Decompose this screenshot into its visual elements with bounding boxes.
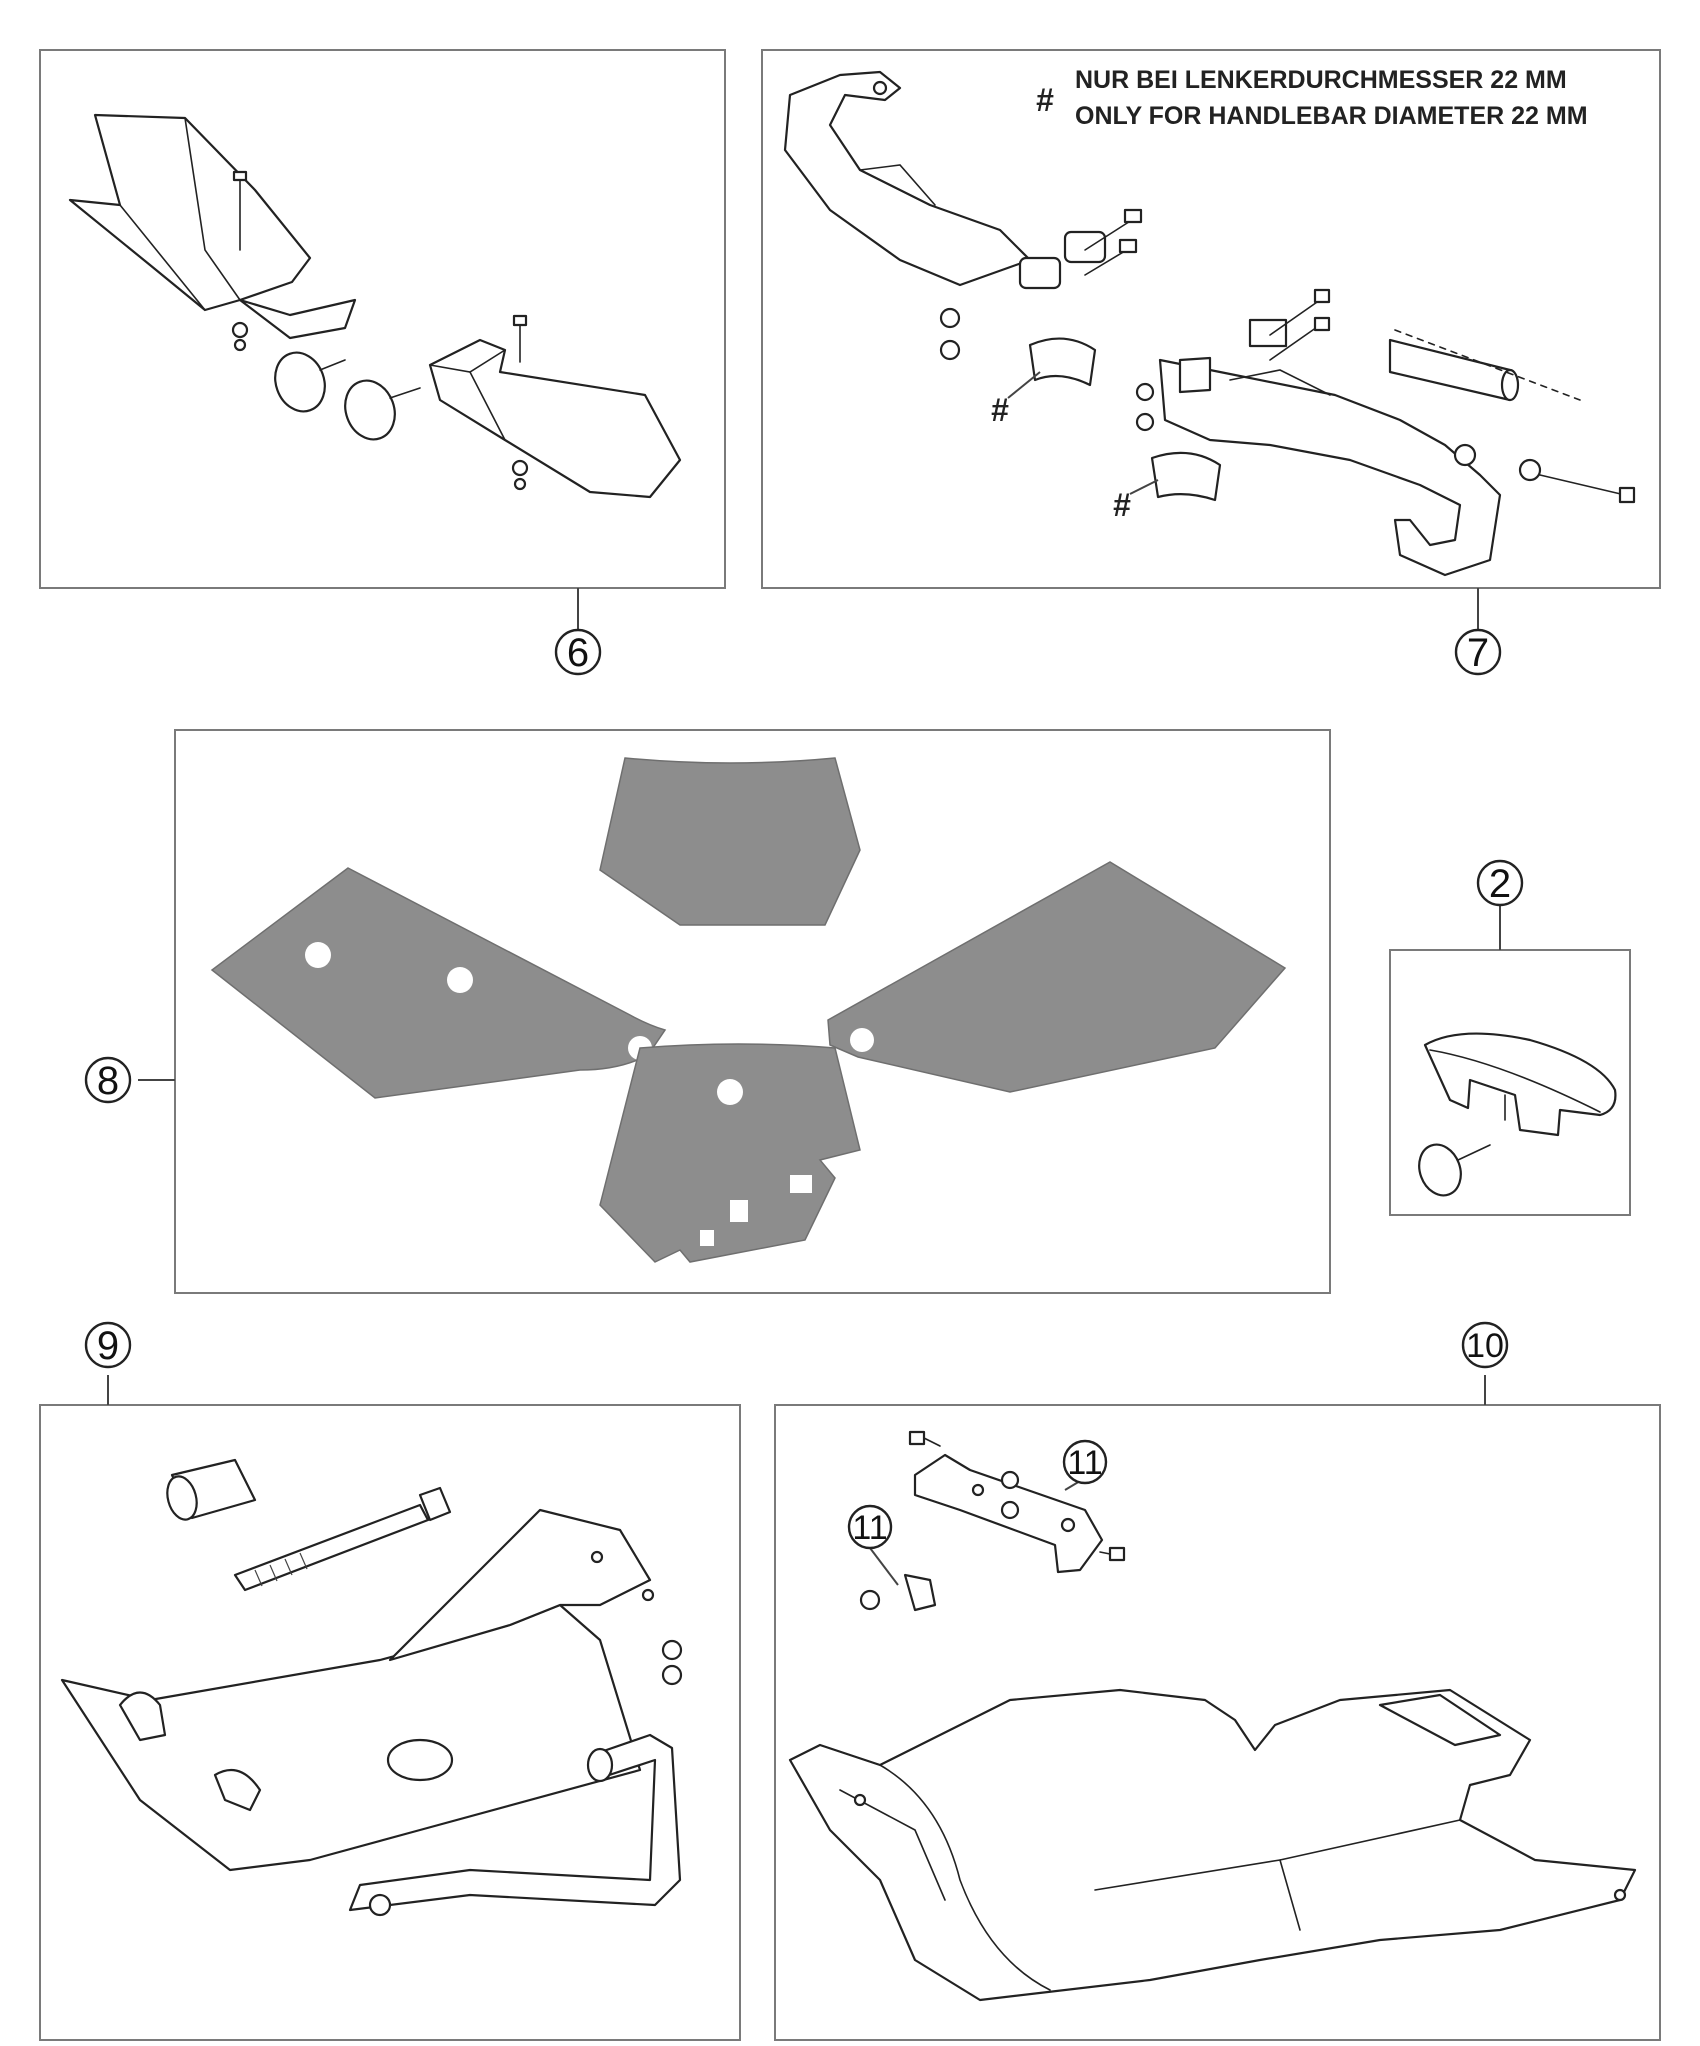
callout-10: 10	[1466, 1327, 1504, 1365]
note-line-german: NUR BEI LENKERDURCHMESSER 22 MM	[1075, 66, 1567, 94]
panel-handguard-bracket-kit: # NUR BEI LENKERDURCHMESSER 22 MM ONLY F…	[761, 49, 1661, 676]
panel-handguard-kit: 6	[39, 49, 726, 676]
note-line-english: ONLY FOR HANDLEBAR DIAMETER 22 MM	[1075, 102, 1588, 130]
callout-circle	[1461, 1321, 1509, 1369]
handguard-right-illustration	[428, 314, 682, 499]
callout-2: 2	[1489, 862, 1511, 906]
bolts-illustration	[661, 1639, 683, 1686]
number-plate-decal-bottom	[599, 1043, 861, 1263]
callout-11-lower: 11	[852, 1509, 887, 1547]
callout-circle	[1062, 1439, 1108, 1485]
callout-circle	[1476, 859, 1524, 907]
panel-frame	[761, 49, 1661, 589]
panel-decal-kit: 8	[84, 729, 1331, 1294]
callout-7: 7	[1467, 631, 1489, 675]
callout-11-upper: 11	[1067, 1444, 1102, 1482]
leader-line	[869, 1547, 899, 1586]
panel-small-cover-kit: 2	[1389, 859, 1631, 1216]
cable-tie-illustration	[1418, 1143, 1491, 1197]
callout-circle	[847, 1504, 893, 1550]
marker-hash-a: #	[991, 392, 1009, 428]
callout-8: 8	[97, 1059, 119, 1103]
callout-9: 9	[97, 1324, 119, 1368]
callout-circle	[84, 1056, 132, 1104]
bracket-guard-left-illustration: #	[783, 70, 1143, 428]
frame-guard-tube-illustration	[348, 1733, 682, 1917]
spacer-sleeve-illustration	[166, 1458, 257, 1521]
cover-illustration	[1423, 1032, 1617, 1137]
skid-plate-illustration	[60, 1508, 655, 1872]
note-hash-symbol: #	[1036, 82, 1054, 118]
panel-skid-plate-kit: 9	[39, 1321, 741, 2041]
engine-guard-plate-illustration	[788, 1688, 1637, 2002]
bracket-guard-right-illustration: #	[1113, 288, 1636, 577]
long-bolt-illustration	[233, 1486, 452, 1592]
clamp-bands-illustration	[274, 351, 421, 441]
panel-engine-guard-kit: 11 11 10	[774, 1321, 1661, 2041]
handguard-left-illustration	[68, 113, 357, 352]
callout-6: 6	[567, 631, 589, 675]
callout-circle	[1454, 628, 1502, 676]
number-plate-decal-top	[599, 757, 861, 926]
callout-circle	[554, 628, 602, 676]
marker-hash-b: #	[1113, 487, 1131, 523]
callout-circle	[84, 1321, 132, 1369]
mounting-bracket-illustration	[859, 1430, 1126, 1612]
side-panel-decal-right	[827, 861, 1287, 1093]
